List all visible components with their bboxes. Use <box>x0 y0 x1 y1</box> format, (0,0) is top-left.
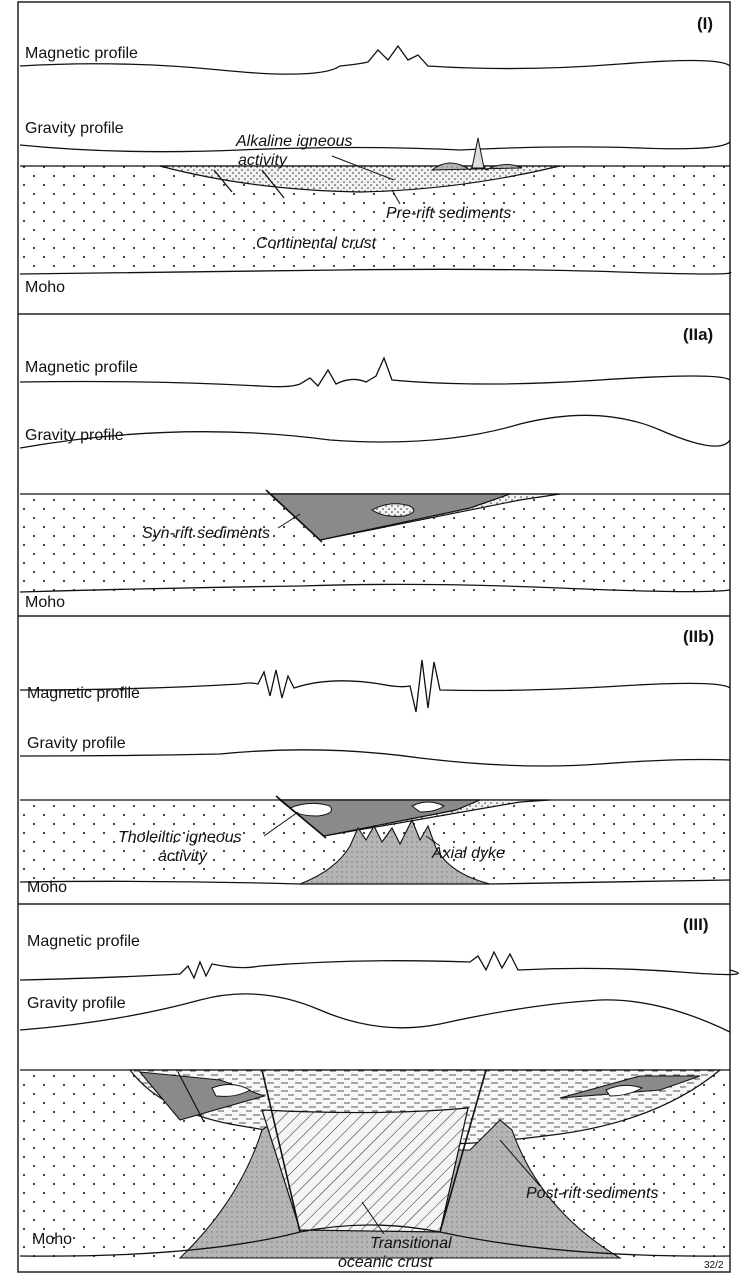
volcanic-cone <box>472 138 484 168</box>
annotation-syn-rift-sediments: Syn-rift sediments <box>142 525 270 542</box>
gravity-profile-curve <box>20 415 730 448</box>
annotation-axial-dyke: Axial dyke <box>431 845 505 862</box>
gravity-profile-label: Gravity profile <box>27 735 126 752</box>
annotation-alkaline-igneous: Alkaline igneous <box>235 133 353 150</box>
panel-IIa: (IIa) Magnetic profile Gravity profile S… <box>20 325 730 611</box>
gravity-profile-curve <box>20 142 730 152</box>
annotation-activity: activity <box>238 152 288 169</box>
gravity-profile-curve <box>20 994 730 1032</box>
annotation-transitional: Transitional <box>370 1235 452 1252</box>
magnetic-profile-label: Magnetic profile <box>25 45 138 62</box>
annotation-tholeiitic-igneous: Tholeiitic igneous <box>118 829 242 846</box>
moho-label: Moho <box>25 594 65 611</box>
magnetic-profile-label: Magnetic profile <box>27 685 140 702</box>
panel-tag: (IIb) <box>683 627 714 646</box>
annotation-continental-crust: Continental crust <box>256 235 377 252</box>
magnetic-profile-label: Magnetic profile <box>25 359 138 376</box>
moho-label: Moho <box>25 279 65 296</box>
magnetic-profile-curve <box>20 952 738 980</box>
panel-tag: (III) <box>683 915 709 934</box>
gravity-profile-label: Gravity profile <box>27 995 126 1012</box>
gravity-profile-curve <box>20 750 730 766</box>
panel-III: (III) Magnetic profile Gravity profile P… <box>20 915 738 1271</box>
moho-label: Moho <box>32 1231 72 1248</box>
panel-tag: (I) <box>697 14 713 33</box>
panel-IIb: (IIb) Magnetic profile Gravity profile T… <box>20 627 730 896</box>
magnetic-profile-label: Magnetic profile <box>27 933 140 950</box>
annotation-oceanic-crust: oceanic crust <box>338 1254 433 1271</box>
panel-I: (I) Magnetic profile Gravity profile Alk… <box>20 14 731 296</box>
annotation-pre-rift-sediments: Pre-rift sediments <box>386 205 511 222</box>
annotation-activity: activity <box>158 848 208 865</box>
gravity-profile-label: Gravity profile <box>25 120 124 137</box>
figure-code: 32/2 <box>704 1260 724 1271</box>
annotation-post-rift-sediments: Post-rift sediments <box>526 1185 658 1202</box>
panel-tag: (IIa) <box>683 325 713 344</box>
